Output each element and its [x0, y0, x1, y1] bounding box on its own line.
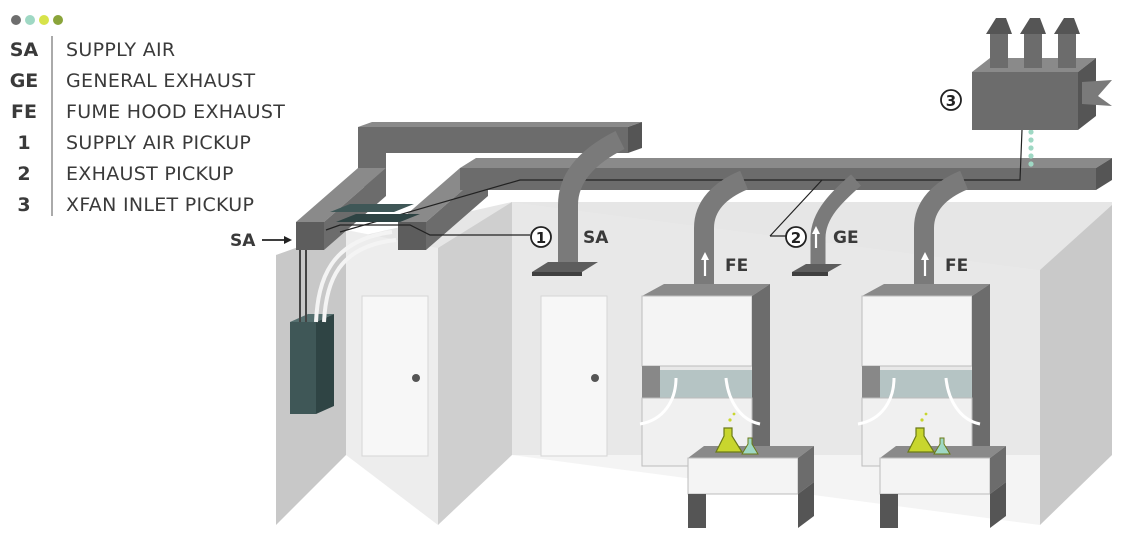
fume-hood-1 — [639, 284, 770, 467]
xfan-stack-2 — [1020, 18, 1046, 68]
fe1-up-arrow-icon — [701, 252, 709, 276]
bench-1-leg-left — [688, 494, 706, 528]
control-panel-side — [316, 314, 334, 414]
duct-left-diag — [296, 222, 324, 250]
bench-2 — [879, 412, 1006, 528]
legend-label-fe: FUME HOOD EXHAUST — [66, 101, 285, 123]
partition-wall-1 — [438, 202, 512, 525]
legend-key-fe: FE — [11, 101, 37, 123]
fe1-tag: FE — [725, 256, 748, 276]
xfan-stack-1 — [986, 18, 1012, 68]
marker-3-number: 3 — [946, 92, 956, 110]
bench-2-front — [879, 457, 991, 495]
sa-inlet-label: SA — [230, 231, 256, 251]
sa-diffuser — [532, 262, 598, 272]
bench-1-side — [798, 446, 814, 494]
fume-hood-1-upper — [641, 295, 753, 367]
fume-hood-2-side — [972, 284, 990, 466]
legend-key-2: 2 — [17, 163, 30, 185]
marker-1-tag: SA — [583, 228, 609, 248]
duct-main-top — [460, 158, 1112, 168]
marker-2-tag: GE — [833, 228, 859, 248]
legend-dot-1 — [11, 15, 21, 25]
ge-drop — [810, 174, 861, 266]
door-2-knob — [591, 374, 599, 382]
legend-key-ge: GE — [10, 70, 39, 92]
flask-large-2 — [907, 427, 936, 453]
legend-dots — [11, 15, 63, 25]
fume-hood-1-flow-left — [639, 377, 678, 426]
legend-label-ge: GENERAL EXHAUST — [66, 70, 255, 92]
bench-1 — [687, 412, 814, 528]
marker-1-number: 1 — [536, 229, 546, 247]
duct-upper-end — [628, 122, 642, 153]
flask-large-1 — [715, 427, 744, 453]
legend-label-1: SUPPLY AIR PICKUP — [66, 132, 251, 154]
xfan-stack-3 — [1054, 18, 1080, 68]
duct-upper-top — [358, 122, 642, 127]
xfan-dots — [1028, 129, 1034, 167]
fume-hood-2-upper — [861, 295, 973, 367]
ge-up-arrow-icon — [812, 226, 820, 248]
sa-inlet-arrow — [262, 236, 292, 244]
airflow-tube-2 — [322, 238, 397, 323]
legend-key-sa: SA — [10, 39, 39, 61]
duct-main-end — [1096, 158, 1112, 190]
fume-hood-1-flow-right — [724, 377, 761, 426]
bench-2-leg-right — [990, 482, 1006, 528]
marker-2-number: 2 — [791, 229, 801, 247]
legend-dot-2 — [25, 15, 35, 25]
flask-small-1 — [741, 437, 759, 455]
duct-main — [460, 168, 1096, 190]
fume-hood-2-top — [862, 284, 990, 296]
bench-1-leg-right — [798, 482, 814, 528]
bench-1-front — [687, 457, 799, 495]
fume-hood-2-sash — [880, 370, 972, 398]
fe2-up-arrow-icon — [921, 252, 929, 276]
door-1-knob — [412, 374, 420, 382]
airflow-tube-1 — [314, 230, 393, 323]
xfan-unit: 3 — [940, 18, 1112, 130]
legend-key-3: 3 — [17, 194, 30, 216]
legend-label-2: EXHAUST PICKUP — [66, 163, 234, 185]
marker-3-circle — [940, 89, 962, 111]
junction-box-2 — [336, 214, 420, 222]
fe1-drop — [694, 170, 749, 294]
bench-2-side — [990, 446, 1006, 494]
legend: SA SUPPLY AIR GE GENERAL EXHAUST FE FUME… — [10, 15, 285, 216]
control-panel — [290, 322, 316, 414]
marker-1-circle — [530, 226, 552, 248]
cable-2 — [339, 129, 1023, 233]
marker-2-circle — [785, 226, 807, 248]
right-wall — [1040, 205, 1112, 525]
xfan-spout — [1082, 80, 1112, 106]
xfan-box — [972, 72, 1078, 130]
sa-drop — [558, 131, 625, 262]
legend-key-1: 1 — [17, 132, 30, 154]
fe2-tag: FE — [945, 256, 968, 276]
fume-hood-2-flow-right — [944, 377, 981, 426]
cable-3 — [769, 179, 823, 237]
fe2-drop — [914, 170, 969, 294]
legend-dot-4 — [53, 15, 63, 25]
duct-network — [296, 122, 1112, 323]
fume-hood-1-top — [642, 284, 770, 296]
junction-box — [330, 204, 414, 212]
cable-1 — [325, 224, 530, 236]
ge-grille-face — [792, 272, 828, 276]
legend-dot-3 — [39, 15, 49, 25]
ge-grille — [792, 264, 842, 272]
duct-left-diag-top — [296, 168, 386, 222]
fume-hood-2 — [857, 284, 990, 467]
duct-upper — [358, 127, 628, 153]
flask-small-2 — [933, 437, 951, 455]
fume-hood-1-side — [752, 284, 770, 466]
sa-diffuser-face — [532, 272, 582, 276]
fume-hood-2-flow-left — [857, 377, 896, 426]
legend-label-3: XFAN INLET PICKUP — [66, 194, 254, 216]
legend-label-sa: SUPPLY AIR — [66, 39, 175, 61]
bench-2-leg-left — [880, 494, 898, 528]
